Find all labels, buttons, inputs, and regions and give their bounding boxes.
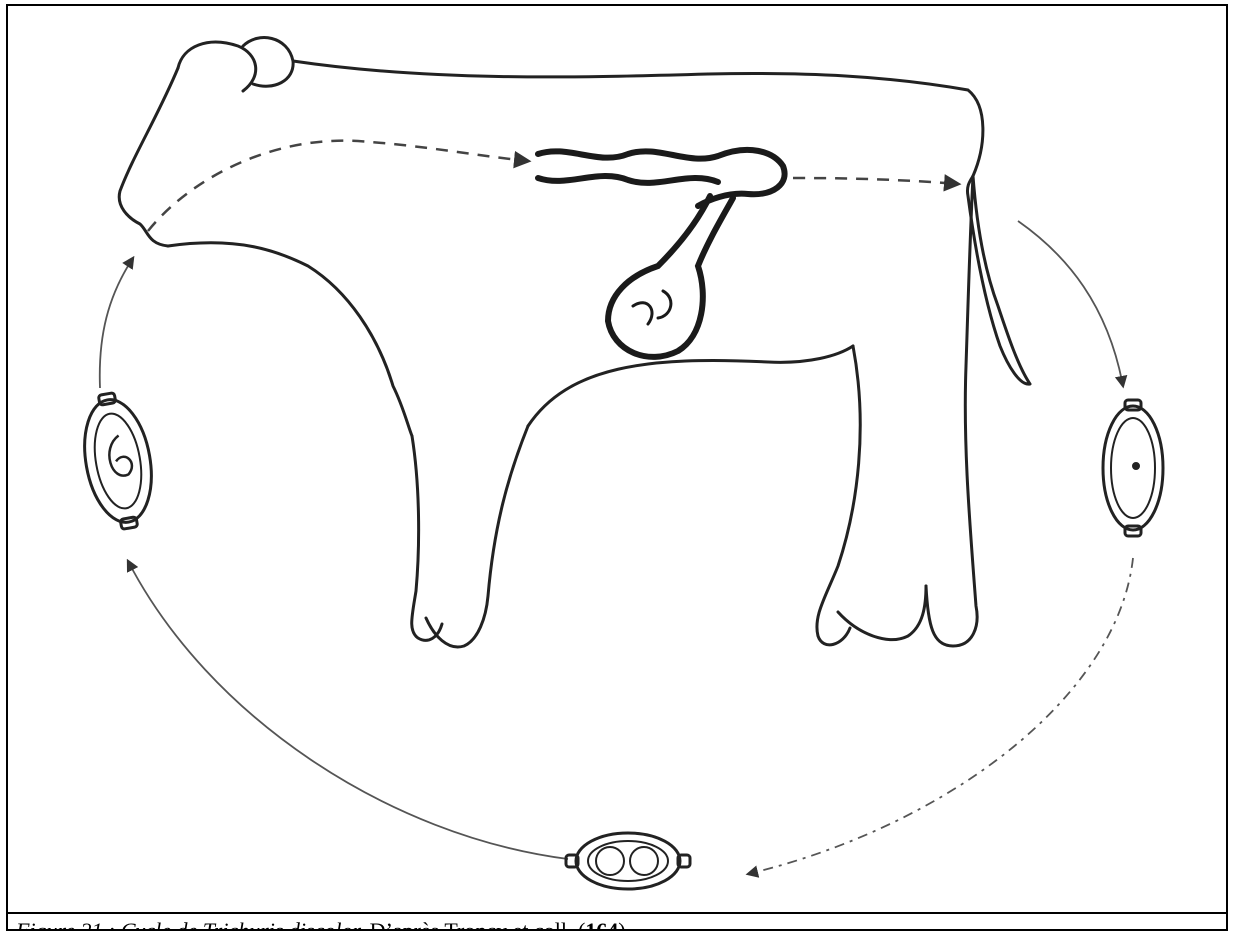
cow-tail — [967, 176, 1030, 384]
arrow-to-egg-left — [128, 561, 568, 859]
cow-hind-leg-2 — [838, 586, 926, 640]
worms — [633, 291, 671, 324]
arrow-to-egg-right — [1018, 221, 1123, 386]
caption-close: ) — [618, 918, 625, 931]
cow-front-leg-2 — [426, 426, 528, 647]
caecum-sac — [608, 196, 733, 357]
egg-dividing-icon — [566, 833, 690, 889]
figure-frame: Figure 21 : Cycle de Trichuris discolor.… — [6, 4, 1228, 931]
cow-ear-right — [243, 38, 293, 87]
figure-caption: Figure 21 : Cycle de Trichuris discolor.… — [16, 918, 626, 931]
cow-ear-left — [178, 42, 256, 91]
caption-divider — [8, 912, 1226, 914]
excretion-path — [793, 178, 958, 184]
cow-neck — [168, 243, 412, 436]
cow-rump — [926, 176, 977, 646]
caption-ref: 164 — [585, 918, 618, 931]
arrow-to-cow-mouth — [100, 258, 133, 388]
cow-outline — [119, 38, 1030, 647]
cow-face — [119, 68, 178, 246]
ingestion-path — [148, 141, 528, 231]
caption-species: Trichuris discolor. — [203, 918, 364, 931]
egg-unembryonated-icon — [1103, 400, 1163, 536]
diagram-svg — [8, 6, 1226, 902]
egg-larvated-icon — [75, 388, 162, 533]
cow-front-leg-1 — [412, 436, 442, 640]
cow-belly — [528, 346, 853, 426]
caption-source: D’après Troncy et coll. ( — [364, 918, 585, 931]
intestine-icon — [538, 150, 785, 357]
life-cycle-diagram — [8, 6, 1226, 902]
cow-hind-leg-1 — [817, 346, 860, 645]
intestine-bottom — [538, 176, 718, 183]
cow-back — [293, 61, 983, 176]
caption-label: Figure 21 : Cycle de — [16, 918, 203, 931]
arrow-to-egg-bottom — [748, 558, 1133, 874]
